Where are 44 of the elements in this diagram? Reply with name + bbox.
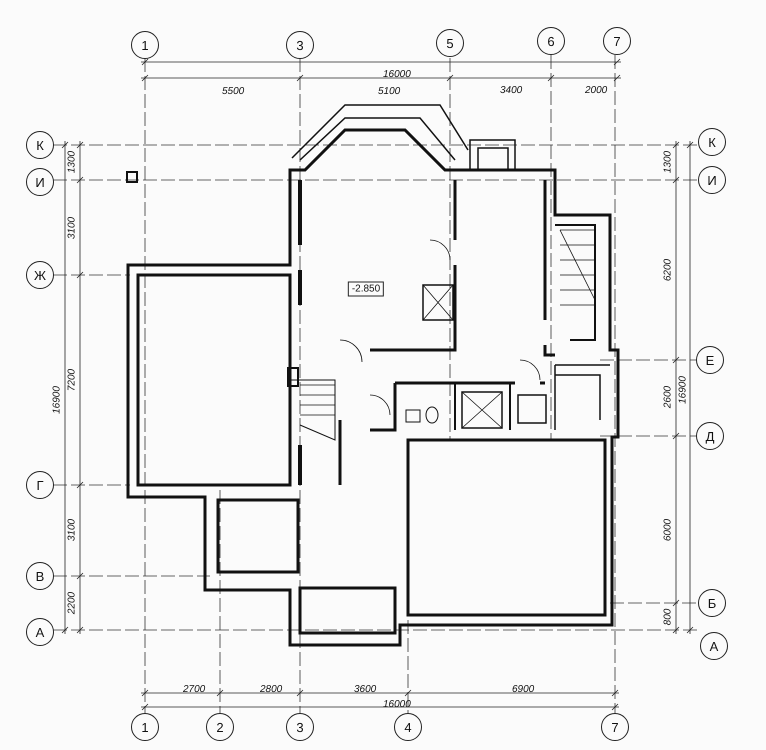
dimension-label: 5500: [222, 86, 244, 97]
dimension-label: 5100: [378, 86, 400, 97]
dimension-label: 16900: [678, 376, 688, 404]
grid-axis-bubble: А: [700, 632, 728, 660]
level-mark: -2.850: [348, 282, 384, 296]
grid-axis-bubble: В: [26, 562, 54, 590]
grid-axis-bubble: 5: [436, 29, 464, 57]
dimension-label: 16000: [383, 69, 411, 80]
grid-axis-bubble: 3: [286, 31, 314, 59]
dimension-label: 2700: [183, 684, 206, 695]
dimension-label: 2800: [260, 684, 282, 695]
grid-axis-bubble: Б: [698, 589, 726, 617]
dimension-label: 1300: [66, 150, 78, 174]
grid-axis-bubble: 6: [537, 27, 565, 55]
grid-axis-bubble: 1: [131, 31, 159, 59]
dimension-label: 2200: [66, 592, 78, 614]
dimension-label: 6200: [662, 258, 674, 282]
grid-axis-bubble: А: [26, 618, 54, 646]
grid-axis-bubble: Ж: [26, 261, 54, 289]
dimension-label: 800: [662, 608, 674, 626]
dimension-label: 7200: [66, 368, 78, 392]
grid-axis-bubble: 7: [603, 27, 631, 55]
grid-axis-bubble: И: [698, 166, 726, 194]
grid-axis-bubble: 2: [206, 713, 234, 741]
dimension-label: 3100: [66, 216, 78, 240]
dimension-label: 1300: [662, 150, 674, 174]
grid-axis-bubble: Е: [696, 346, 724, 374]
dimension-label: 2000: [585, 85, 608, 96]
dimension-label: 3600: [354, 684, 376, 695]
dimension-label: 3400: [500, 85, 522, 96]
grid-axis-bubble: К: [698, 128, 726, 156]
dimension-label: 3100: [66, 518, 78, 542]
dimension-label: 6900: [512, 684, 534, 695]
grid-axis-bubble: 7: [601, 713, 629, 741]
dimension-label: 16900: [52, 386, 62, 414]
grid-axis-bubble: И: [26, 168, 54, 196]
grid-axis-bubble: Г: [26, 471, 54, 499]
dimension-label: 2600: [662, 386, 674, 408]
grid-axis-bubble: 4: [394, 713, 422, 741]
grid-axis-bubble: 1: [131, 713, 159, 741]
grid-axis-bubble: К: [26, 131, 54, 159]
grid-axis-bubble: 3: [286, 713, 314, 741]
grid-axis-bubble: Д: [696, 422, 724, 450]
dimension-label: 6000: [662, 518, 674, 542]
